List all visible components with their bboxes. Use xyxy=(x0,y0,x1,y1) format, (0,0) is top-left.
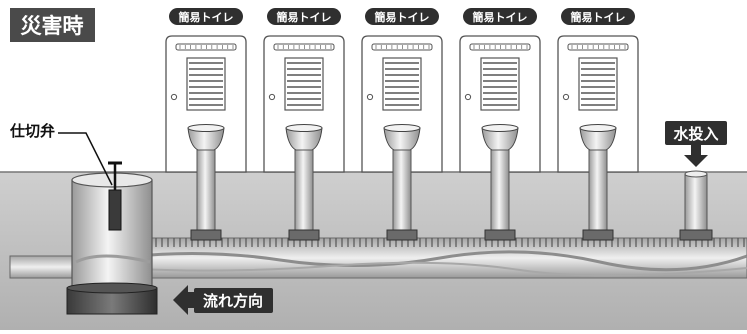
drop-pipe xyxy=(588,149,608,237)
water-input-badge xyxy=(665,121,727,145)
toilet-unit: 簡易トイレ xyxy=(459,8,541,241)
title-badge: 災害時 xyxy=(10,8,95,42)
water-input-arrow-shaft xyxy=(691,145,701,156)
door-handle xyxy=(562,93,570,101)
valve-label: 仕切弁 xyxy=(9,122,55,140)
toilet-label-badge xyxy=(463,8,537,25)
drop-pipe xyxy=(294,149,314,237)
toilet-label-badge xyxy=(169,8,243,25)
louver-window xyxy=(284,57,324,111)
drop-pipe xyxy=(392,149,412,237)
toilet-unit: 簡易トイレ xyxy=(165,8,247,241)
pipe-collar xyxy=(288,229,320,241)
pipe-collar xyxy=(190,229,222,241)
pipe-collar xyxy=(386,229,418,241)
drop-pipe xyxy=(490,149,510,237)
water-input-label: 水投入 xyxy=(673,125,718,143)
toilet-label-badge xyxy=(561,8,635,25)
louver-window xyxy=(578,57,618,111)
toilet-unit: 簡易トイレ xyxy=(557,8,639,241)
toilet-label-badge xyxy=(267,8,341,25)
toilet-row: 簡易トイレ 簡易トイレ 簡易トイレ 簡易トイレ 簡易トイレ xyxy=(165,8,639,241)
louver-window xyxy=(382,57,422,111)
door-handle xyxy=(170,93,178,101)
pipe-collar xyxy=(484,229,516,241)
door-handle xyxy=(268,93,276,101)
toilet-label: 簡易トイレ xyxy=(277,10,332,24)
toilet-label-badge xyxy=(365,8,439,25)
pipe-collar xyxy=(582,229,614,241)
manhole-base xyxy=(66,282,158,315)
water-input-callout: 水投入 xyxy=(665,121,727,167)
toilet-unit: 簡易トイレ xyxy=(263,8,345,241)
vent-strip xyxy=(567,43,629,51)
toilet-label: 簡易トイレ xyxy=(375,10,430,24)
valve-leader-line xyxy=(58,132,113,186)
louver-window xyxy=(480,57,520,111)
flow-direction-label: 流れ方向 xyxy=(203,292,263,310)
water-input-pipe xyxy=(679,170,713,241)
toilet-unit: 簡易トイレ xyxy=(361,8,443,241)
flow-direction-callout: 流れ方向 xyxy=(173,285,273,315)
toilet-label: 簡易トイレ xyxy=(179,10,234,24)
title: 災害時 xyxy=(21,14,84,38)
louver-window xyxy=(186,57,226,111)
toilet-label: 簡易トイレ xyxy=(473,10,528,24)
gate-valve xyxy=(108,161,122,231)
drop-pipe xyxy=(196,149,216,237)
door-handle xyxy=(366,93,374,101)
door-handle xyxy=(464,93,472,101)
water-input-arrow-icon xyxy=(684,155,708,167)
flow-direction-badge xyxy=(194,288,273,313)
flow-arrow-icon xyxy=(173,285,194,315)
toilet-label: 簡易トイレ xyxy=(571,10,626,24)
